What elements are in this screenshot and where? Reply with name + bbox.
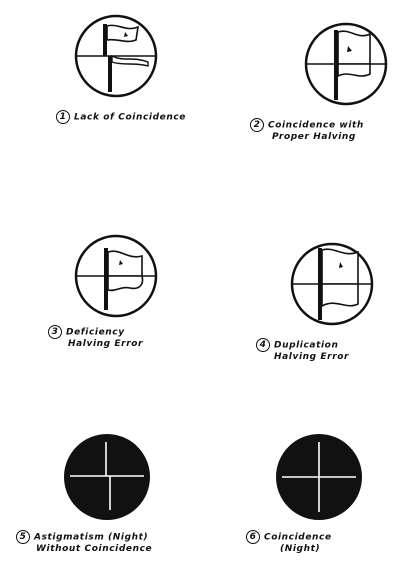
figure-5-caption-line-1: Astigmatism (Night) [34,533,148,543]
figure-6-caption: 6 Coincidence (Night) [246,530,396,554]
figure-4-reticle [286,238,378,330]
figure-1-reticle [70,10,162,102]
figure-6-reticle [272,430,366,524]
figure-3-caption-line-1: Deficiency [66,328,125,338]
figure-3-reticle [70,230,162,322]
figure-4-caption-line-1: Duplication [274,341,338,351]
figure-6-number: 6 [246,530,260,544]
figure-3-caption: 3 Deficiency Halving Error [48,325,198,349]
figure-4-number: 4 [256,338,270,352]
figure-6-caption-line-1: Coincidence [264,533,332,543]
figure-5-reticle [60,430,154,524]
figure-3-number: 3 [48,325,62,339]
figure-2-caption-line-2: Proper Halving [250,132,356,142]
figure-1-number: 1 [56,110,70,124]
figure-5-caption-line-2: Without Coincidence [16,544,152,554]
figure-2-reticle [300,18,392,110]
flag-upper-half [318,248,358,284]
figure-6-caption-line-2: (Night) [246,544,320,554]
figure-5-number: 5 [16,530,30,544]
figure-1-caption-line-1: Lack of Coincidence [74,113,186,123]
night-field [65,435,149,519]
figure-4-caption: 4 Duplication Halving Error [256,338,400,362]
figure-3-caption-line-2: Halving Error [48,339,143,349]
figure-2-number: 2 [250,118,264,132]
figure-1-caption: 1 Lack of Coincidence [56,110,216,124]
figure-2-caption-line-1: Coincidence with [268,121,364,131]
figure-2-caption: 2 Coincidence with Proper Halving [250,118,400,142]
figure-4-caption-line-2: Halving Error [256,352,349,362]
figure-5-caption: 5 Astigmatism (Night) Without Coincidence [16,530,196,554]
flag-upper-half [334,30,370,64]
